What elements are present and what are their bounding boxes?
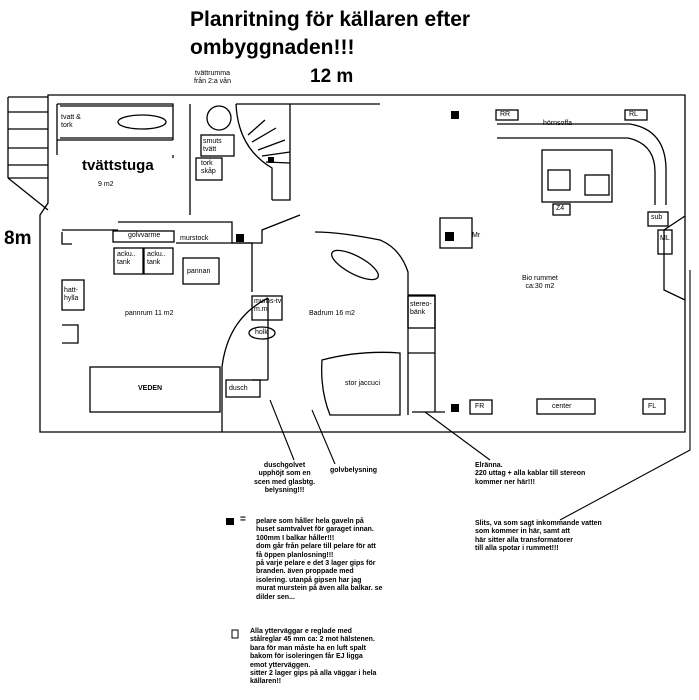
pillar [451,404,459,412]
media-tv-box [251,295,283,321]
wood-storage-box [89,366,221,413]
width-dimension: 12 m [310,66,354,87]
label-media-tv: murbs-tv m.m [254,298,282,314]
label-acku-tank-1: acku.. tank [117,251,136,267]
label-jacuzzi: stor jaccuci [345,380,381,387]
sofa-cushion-1 [547,169,571,191]
legend-pillar-text: pelare som håller hela gaveln på huset s… [256,518,383,601]
pillar [445,232,454,241]
height-dimension: 8m [4,228,32,249]
leader-elranna [424,411,491,461]
legend-pillar-symbol: = [240,514,246,525]
coffee-table [541,149,613,203]
acku-tank-1 [113,247,144,275]
label-stereo-bench: stereo- bänk [410,301,432,317]
jacuzzi [321,351,401,416]
leader-golvbelysning [311,409,336,465]
label-ml: ML [660,235,670,242]
pillar [451,111,459,119]
pillar [268,157,274,163]
dryer-cabinet-box [195,157,223,181]
z4-box [552,203,571,216]
callout-cable-duct: Elränna. 220 uttag + alla kablar till st… [475,462,586,486]
pillar [226,518,234,525]
center-box [536,398,596,415]
label-acku-tank-2: acku.. tank [147,251,166,267]
washer-table [60,105,173,139]
rr-box [495,109,519,121]
dirty-laundry-box [200,134,235,157]
pillar [236,234,244,242]
slits-wall [663,215,686,301]
sink-bowl [117,114,167,130]
bathtub [331,249,379,281]
sofa-cushion-2 [584,174,610,196]
label-boiler: pannan [187,268,211,275]
room-bathroom: Badrum 16 m2 [309,310,355,317]
fl-box [642,398,666,415]
spiral-stairs [235,103,291,201]
room-boiler: pannrum 11 m2 [125,310,174,317]
rl-box [624,109,648,121]
outer-wall [39,94,686,433]
acku-tank-2 [143,247,174,275]
entrance-stairs [7,96,49,211]
leader-slits [559,270,691,521]
inner-wall-mid-2 [61,232,72,245]
boiler-wall [176,242,253,292]
mr-box [439,217,473,249]
callout-slits: Slits, va som sagt inkommande vatten som… [475,520,602,553]
leader-duschgolvet [269,399,295,461]
room-cinema: Bio rummet ca:30 m2 [522,275,558,291]
label-mr: Mr [472,232,481,239]
hat-shelf-box [61,279,85,311]
holk-tub [248,326,276,340]
laundry-wall [56,103,191,215]
label-rl: RL [629,111,638,118]
sub-box [647,211,669,227]
label-floor-heating: golvvarme [128,232,161,239]
label-rr: RR [500,111,511,118]
label-z4: Z4 [556,205,565,212]
callout-floor-lighting: golvbelysning [330,467,378,474]
stereo-bench-box [407,295,436,329]
label-wood: VEDEN [138,385,163,392]
label-hat-shelf: hatt- hylla [64,287,79,303]
callout-shower-floor: duschgolvet upphöjt som en scen med glas… [254,462,316,495]
boiler-box [182,257,220,285]
label-center: center [552,403,572,410]
label-laundry-chute: tvättrumma från 2:a vån [194,70,231,86]
golvvarme-box [112,230,175,243]
label-corner-sofa: hörnsoffa [543,120,573,127]
label-chimney: murstock [180,235,209,242]
corner-sofa [497,123,667,205]
boiler-room-wall [221,297,269,432]
label-holk: holk [255,329,268,336]
room-laundry-area: 9 m2 [98,181,114,188]
legend-wall-text: Alla ytterväggar e reglade med stålregla… [250,628,377,686]
bathroom-wall [314,231,409,415]
label-fr: FR [475,403,485,410]
label-shower: dusch [229,385,248,392]
label-sub: sub [651,214,663,221]
label-dryer-cabinet: tork skåp [201,160,216,176]
label-dirty-laundry: smuts tvätt [203,138,222,154]
room-laundry: tvättstuga [82,157,154,174]
page-title: Planritning för källaren efter ombyggnad… [190,8,471,59]
laundry-chute [206,105,232,131]
label-washer-dryer: tvatt & tork [61,114,81,130]
wall-symbol [231,629,239,639]
fr-box [469,399,493,415]
label-fl: FL [648,403,657,410]
shower-box [225,379,261,398]
small-fixture [62,324,79,344]
